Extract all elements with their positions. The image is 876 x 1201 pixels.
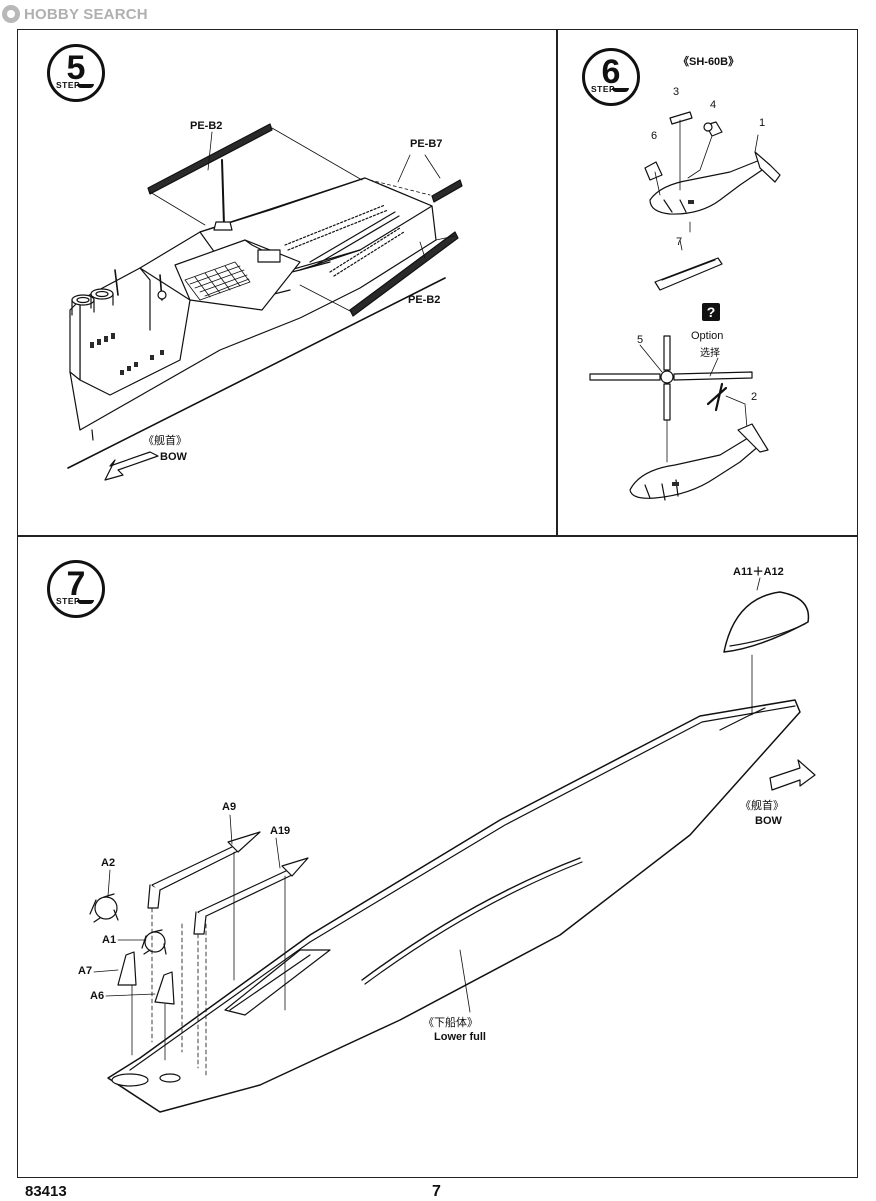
label-a6: A6 [90,990,105,1002]
step5-panel [17,29,558,537]
part-label-4: 4 [710,99,717,111]
ship-icon [612,88,629,92]
product-code: 83413 [25,1183,67,1200]
label-a11-a12: A11＋A12 [733,566,784,578]
step5-number: 5 [66,49,86,87]
step6-step-label: STEP [591,84,616,94]
label-a7: A7 [78,965,93,977]
part-label-5: 5 [637,334,644,346]
part-label-7: 7 [676,236,683,248]
label-pe-b7: PE-B7 [410,138,443,150]
part-label-6: 6 [651,130,658,142]
step6-number: 6 [601,53,621,91]
label-pe-b2-top: PE-B2 [190,120,223,132]
step7-badge: 7 STEP [47,560,105,618]
watermark: HOBBY SEARCH [2,4,148,24]
step5-ship-drawing [67,123,463,481]
label-a9: A9 [222,801,237,813]
step6-panel [556,29,858,537]
step6-title: 《SH-60B》 [678,56,740,68]
step6-helicopter-drawing [589,111,781,501]
hull-label-en: Lower full [434,1031,486,1043]
option-icon: ? [702,303,720,321]
ship-icon [77,600,94,604]
part-label-3: 3 [673,86,680,98]
label-pe-b2-right: PE-B2 [408,294,441,306]
step5-step-label: STEP [56,80,81,90]
ship-icon [77,84,94,88]
option-label-cn: 选择 [700,348,720,359]
step6-badge: 6 STEP [582,48,640,106]
step7-bow-en: BOW [755,815,782,827]
step5-bow-cn: 《舰首》 [143,435,187,447]
hobbysearch-logo-icon [2,5,20,23]
label-a1: A1 [102,934,117,946]
watermark-text: HOBBY SEARCH [24,5,148,23]
hull-label-cn: 《下船体》 [423,1017,478,1029]
step7-bow-cn: 《舰首》 [740,800,784,812]
label-a19: A19 [270,825,291,837]
part-label-1: 1 [759,117,766,129]
step7-hull-drawing [89,577,816,1113]
step7-panel [17,535,858,1178]
page-number: 7 [432,1183,441,1200]
option-label-en: Option [691,330,724,342]
step7-number: 7 [66,565,86,603]
part-label-2: 2 [751,391,758,403]
label-a2: A2 [101,857,116,869]
step5-badge: 5 STEP [47,44,105,102]
step7-step-label: STEP [56,596,81,606]
step5-bow-en: BOW [160,451,187,463]
